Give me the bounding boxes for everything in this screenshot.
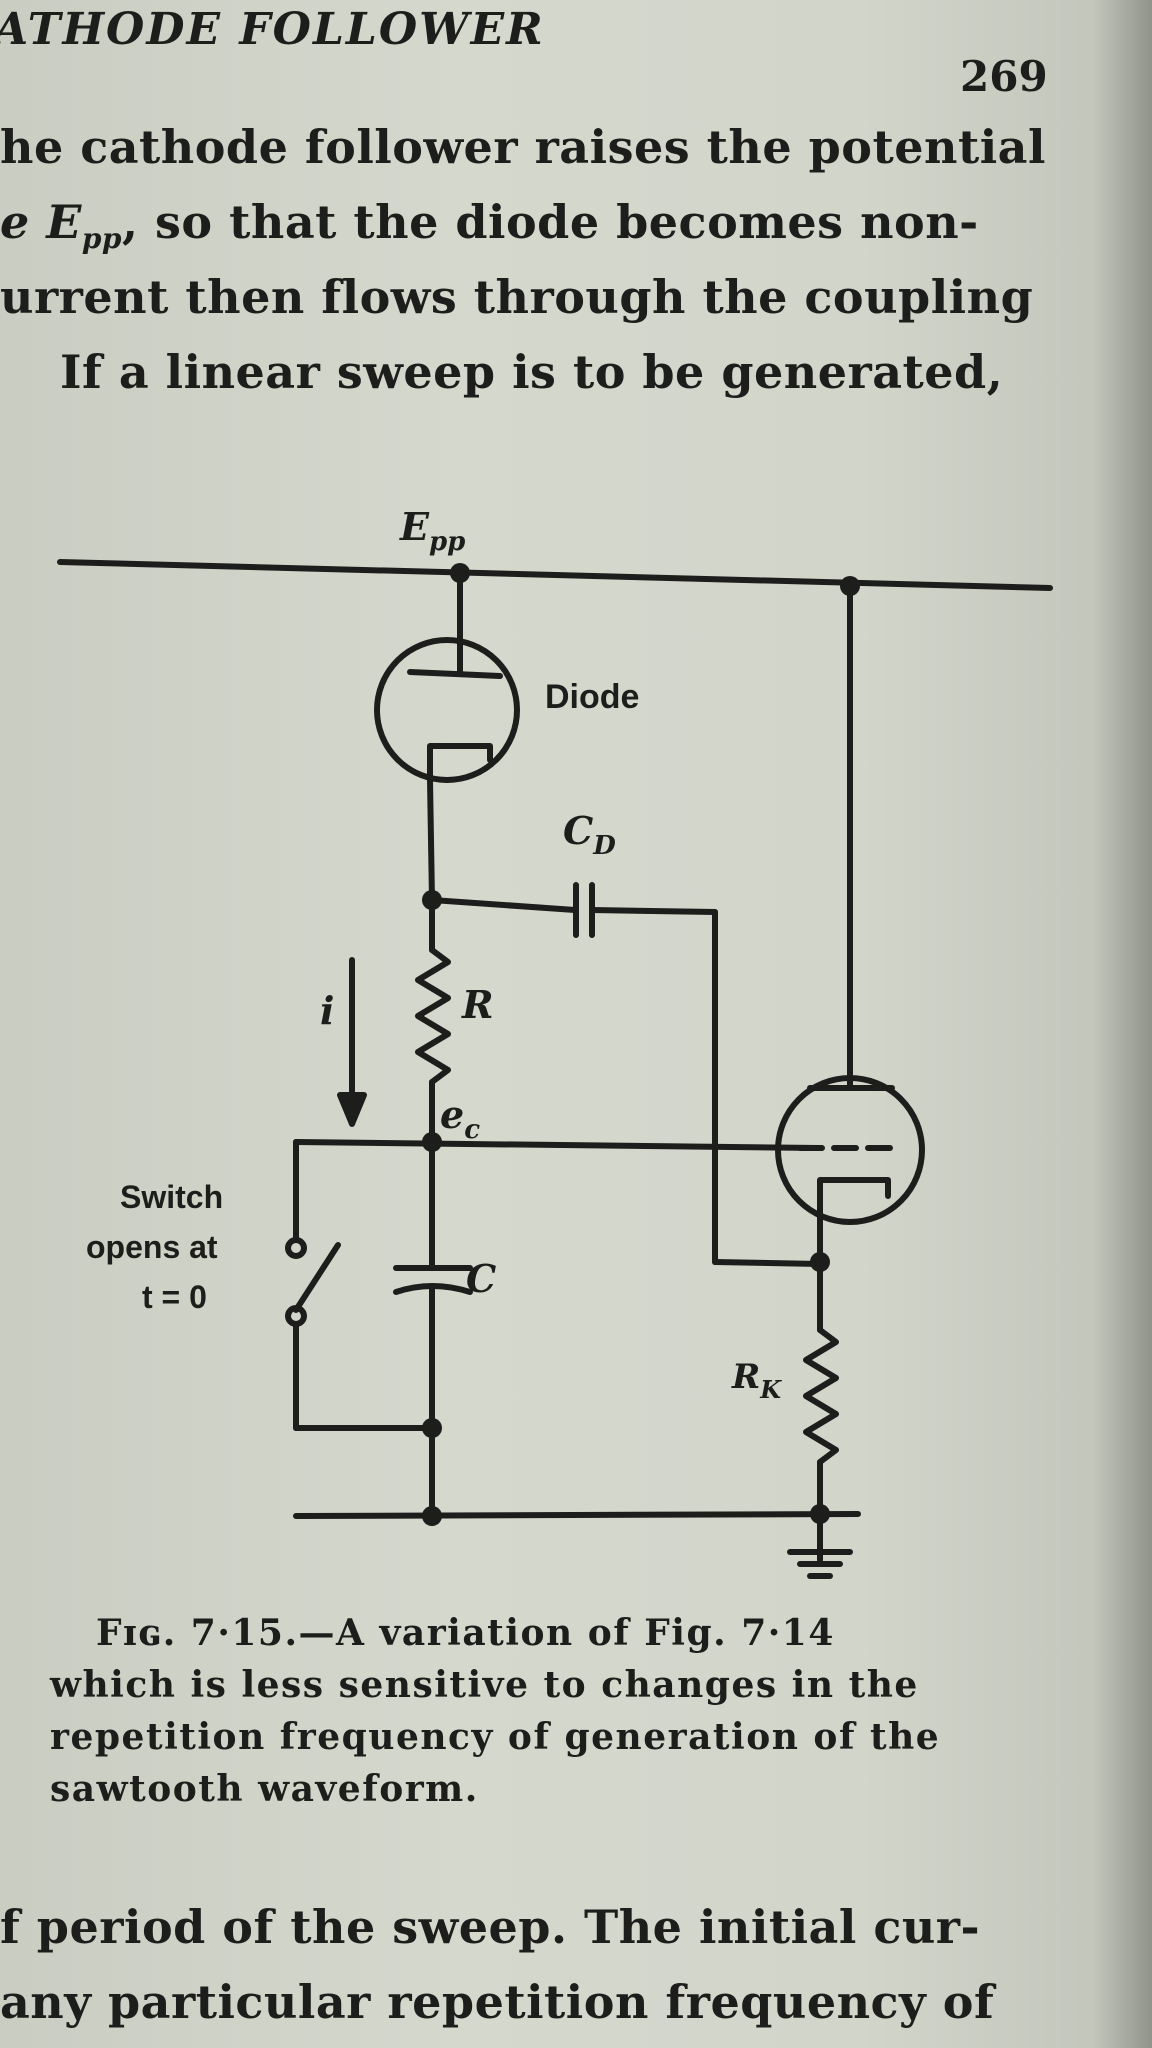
junction-ground-right — [810, 1504, 830, 1524]
text-line-4: If a linear sweep is to be generated, — [60, 345, 1004, 399]
page-number: 269 — [960, 52, 1048, 101]
running-header: ATHODE FOLLOWER — [0, 4, 545, 55]
caption-line-1: Fɪɢ. 7·15.—A variation of Fig. 7·14 — [96, 1612, 835, 1654]
diode-plate — [407, 669, 503, 679]
wire-cd-to-cathode — [712, 1259, 823, 1267]
caption-line-3: repetition frequency of generation of th… — [50, 1716, 941, 1758]
wire-cd-left — [429, 897, 578, 913]
switch-contact-top — [285, 1237, 307, 1259]
text-line-2-end: , so that the diode becomes non- — [122, 195, 979, 249]
junction-cd — [422, 890, 442, 910]
text-line-2-start: e E — [0, 195, 82, 249]
text-line-3: urrent then flows through the coupling — [0, 270, 1034, 324]
label-r: R — [461, 982, 494, 1027]
ground-rail — [293, 1511, 861, 1519]
label-c: C — [466, 1256, 496, 1301]
caption-line-4: sawtooth waveform. — [50, 1768, 479, 1810]
label-diode: Diode — [545, 678, 639, 716]
resistor-rk — [803, 1327, 839, 1465]
circuit-diagram: Epp Diode CD R i ec Switch opens at t = … — [57, 504, 1053, 1579]
text-line-1: he cathode follower raises the potential — [0, 120, 1046, 174]
text-line-6: any particular repetition frequency of — [0, 1975, 995, 2029]
switch-blade — [293, 1242, 341, 1313]
label-cd: CD — [563, 808, 616, 861]
junction-supply-right — [840, 576, 860, 596]
wire-diode-bottom — [427, 777, 435, 903]
junction-grid — [422, 1132, 442, 1152]
supply-rail — [57, 559, 1053, 591]
resistor-r — [415, 947, 451, 1085]
label-supply: Epp — [399, 504, 465, 557]
label-i: i — [320, 988, 334, 1033]
junction-switch-return — [422, 1418, 442, 1438]
text-line-2: e Epp, so that the diode becomes non- — [0, 195, 979, 255]
label-switch-1: Switch — [120, 1179, 223, 1215]
junction-supply — [450, 563, 470, 583]
caption-line-2: which is less sensitive to changes in th… — [50, 1664, 919, 1706]
current-arrow-head — [337, 1092, 367, 1127]
wire-cd-right — [589, 907, 718, 915]
diode-tube — [374, 637, 520, 783]
junction-ground-left — [422, 1506, 442, 1526]
label-switch-2: opens at — [86, 1229, 218, 1265]
triode-cathode — [817, 1177, 891, 1233]
label-ec: ec — [440, 1092, 480, 1145]
label-rk: RK — [731, 1357, 782, 1404]
triode-tube — [775, 1075, 925, 1225]
label-switch-3: t = 0 — [142, 1279, 207, 1315]
text-line-5: f period of the sweep. The initial cur- — [0, 1900, 981, 1954]
diode-cathode — [427, 743, 493, 783]
page-shadow-edge — [1092, 0, 1152, 2048]
junction-cathode — [810, 1252, 830, 1272]
wire-grid — [293, 1139, 823, 1151]
text-line-2-sub: pp — [81, 222, 122, 256]
